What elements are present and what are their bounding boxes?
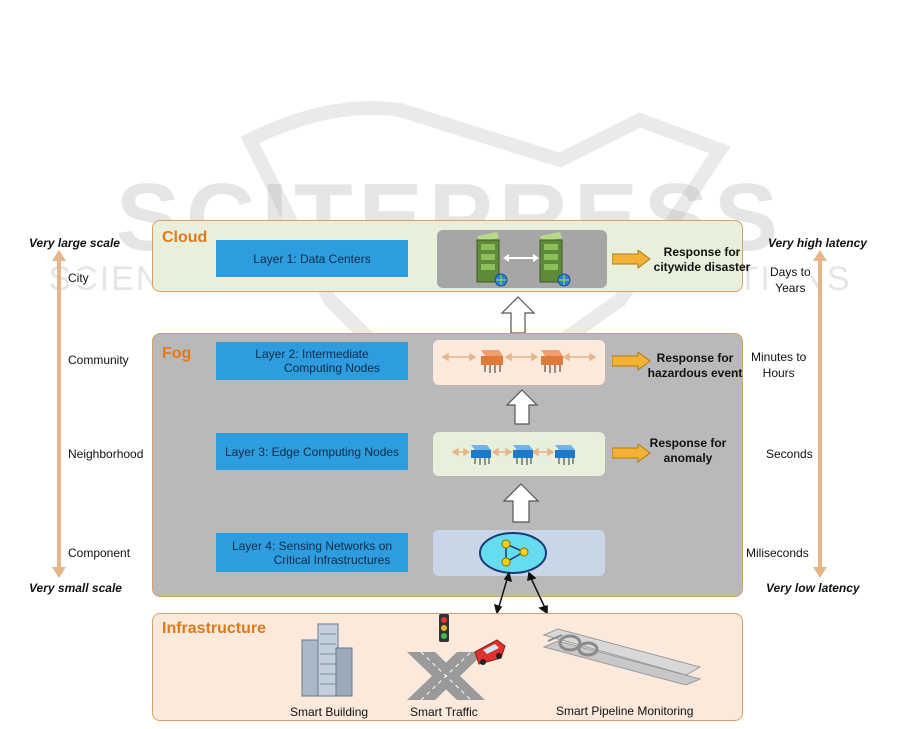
layer-3-label: Layer 3: Edge Computing Nodes	[224, 444, 400, 459]
traffic-light-icon	[439, 614, 449, 642]
latency-level-1: Days to Years	[770, 264, 811, 296]
latency-level-2-line2: Hours	[762, 366, 795, 380]
response-3-line1: Response for	[649, 436, 727, 450]
switch-node-icon	[481, 350, 503, 373]
switch-node-icon	[513, 445, 533, 465]
response-1-line2: citywide disaster	[653, 260, 751, 274]
data-center-icons	[476, 232, 571, 287]
layer-1-box: Layer 1: Data Centers	[216, 240, 408, 277]
cloud-title: Cloud	[162, 229, 208, 246]
up-arrow-layer4	[502, 483, 540, 523]
response-arrow-3	[612, 444, 651, 463]
scale-axis-arrow	[52, 250, 66, 578]
up-arrow-cloud	[500, 296, 536, 334]
infrastructure-link-arrows	[493, 572, 548, 614]
right-axis-top-label: Very high latency	[768, 236, 867, 250]
response-arrow-2	[612, 352, 651, 371]
latency-level-1-line1: Days to	[770, 265, 811, 279]
layer-2-label-line1: Layer 2: Intermediate	[255, 347, 369, 361]
scale-level-city: City	[68, 271, 89, 285]
fog-title: Fog	[162, 345, 192, 362]
traffic-scene	[407, 614, 506, 701]
response-3: Response for anomaly	[638, 436, 738, 466]
intermediate-node-group	[433, 340, 605, 385]
layer-4-box: Layer 4: Sensing Networks on Critical In…	[216, 533, 408, 572]
building-icon	[301, 623, 353, 697]
scale-level-neighborhood: Neighborhood	[68, 447, 144, 461]
latency-level-2-line1: Minutes to	[751, 350, 807, 364]
layer-1-label: Layer 1: Data Centers	[253, 251, 371, 266]
infrastructure-title: Infrastructure	[162, 620, 267, 637]
left-axis-bottom-label: Very small scale	[29, 581, 122, 595]
infra-label-building: Smart Building	[290, 705, 369, 719]
response-2: Response for hazardous event	[640, 351, 750, 381]
crossroad	[407, 651, 485, 701]
response-3-line2: anomaly	[663, 451, 713, 465]
layer-2-label-line2: Computing Nodes	[283, 361, 381, 375]
response-1: Response for citywide disaster	[652, 245, 752, 275]
latency-level-1-line2: Years	[775, 281, 806, 295]
left-axis-top-label: Very large scale	[29, 236, 120, 250]
scale-level-component: Component	[68, 546, 131, 560]
latency-axis-arrow	[813, 250, 827, 578]
switch-node-icon	[555, 445, 575, 465]
response-2-line2: hazardous event	[647, 366, 743, 380]
response-1-line1: Response for	[663, 245, 741, 259]
double-arrow-icon	[503, 254, 539, 262]
switch-node-icon	[471, 445, 491, 465]
server-icon	[476, 232, 508, 287]
infra-label-pipeline: Smart Pipeline Monitoring	[556, 704, 694, 718]
layer-4-label-line1: Layer 4: Sensing Networks on	[231, 538, 393, 553]
pipeline-icon	[542, 628, 702, 685]
response-2-line1: Response for	[656, 351, 734, 365]
switch-node-icon	[541, 350, 563, 373]
latency-level-4: Miliseconds	[746, 546, 809, 560]
scale-level-community: Community	[68, 353, 129, 367]
edge-node-icons	[451, 445, 575, 465]
response-arrow-1	[612, 250, 651, 269]
layer-2-box: Layer 2: Intermediate Computing Nodes	[216, 342, 408, 380]
car-icon	[474, 639, 506, 665]
layer-3-box: Layer 3: Edge Computing Nodes	[216, 433, 408, 470]
intermediate-node-icons	[441, 350, 597, 373]
server-icon	[539, 232, 571, 287]
latency-level-3: Seconds	[766, 447, 813, 461]
network-sensor-icon	[479, 532, 547, 574]
right-axis-bottom-label: Very low latency	[766, 581, 860, 595]
infra-label-traffic: Smart Traffic	[410, 705, 478, 719]
latency-level-2: Minutes to Hours	[751, 349, 807, 381]
up-arrow-layer3	[505, 389, 539, 425]
layer-4-label-line2: Critical Infrastructures	[273, 552, 391, 567]
